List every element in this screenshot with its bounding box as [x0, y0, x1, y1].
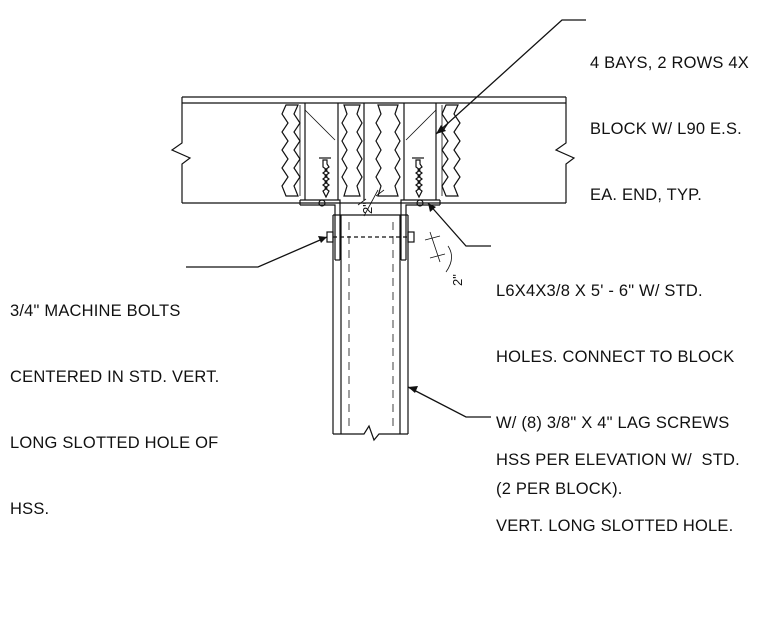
note-bolts-line-4: HSS.	[10, 500, 50, 518]
hss-column	[332, 214, 409, 442]
note-bays-line-1: 4 BAYS, 2 ROWS 4X	[590, 54, 749, 72]
note-bolts-line-2: CENTERED IN STD. VERT.	[10, 368, 220, 386]
note-steel-angle: L6X4X3/8 X 5' - 6" W/ STD. HOLES. CONNEC…	[496, 236, 734, 522]
note-bolts-line-3: LONG SLOTTED HOLE OF	[10, 434, 219, 452]
note-hss-column: HSS PER ELEVATION W/ STD. VERT. LONG SLO…	[496, 405, 740, 559]
lag-screws	[319, 157, 424, 199]
leaders	[186, 19, 586, 418]
dimension-gap: 2"	[357, 189, 385, 217]
note-bays-line-2: BLOCK W/ L90 E.S.	[590, 120, 742, 138]
dimension-edge: 2"	[424, 231, 465, 286]
note-block-bays: 4 BAYS, 2 ROWS 4X BLOCK W/ L90 E.S. EA. …	[590, 8, 749, 228]
note-machine-bolts: 3/4" MACHINE BOLTS CENTERED IN STD. VERT…	[10, 256, 219, 542]
note-bays-line-3: EA. END, TYP.	[590, 186, 703, 204]
wood-blocks	[281, 103, 461, 200]
beam	[170, 96, 576, 204]
note-angle-line-4: (2 PER BLOCK).	[496, 480, 623, 498]
note-hss-line-2: VERT. LONG SLOTTED HOLE.	[496, 517, 734, 535]
note-hss-line-1: HSS PER ELEVATION W/ STD.	[496, 451, 740, 469]
note-angle-line-1: L6X4X3/8 X 5' - 6" W/ STD.	[496, 282, 703, 300]
note-bolts-line-1: 3/4" MACHINE BOLTS	[10, 302, 181, 320]
note-angle-line-3: W/ (8) 3/8" X 4" LAG SCREWS	[496, 414, 730, 432]
note-angle-line-2: HOLES. CONNECT TO BLOCK	[496, 348, 735, 366]
edge-dimension-label: 2"	[450, 274, 465, 286]
gap-dimension-label: 2"	[360, 202, 375, 214]
